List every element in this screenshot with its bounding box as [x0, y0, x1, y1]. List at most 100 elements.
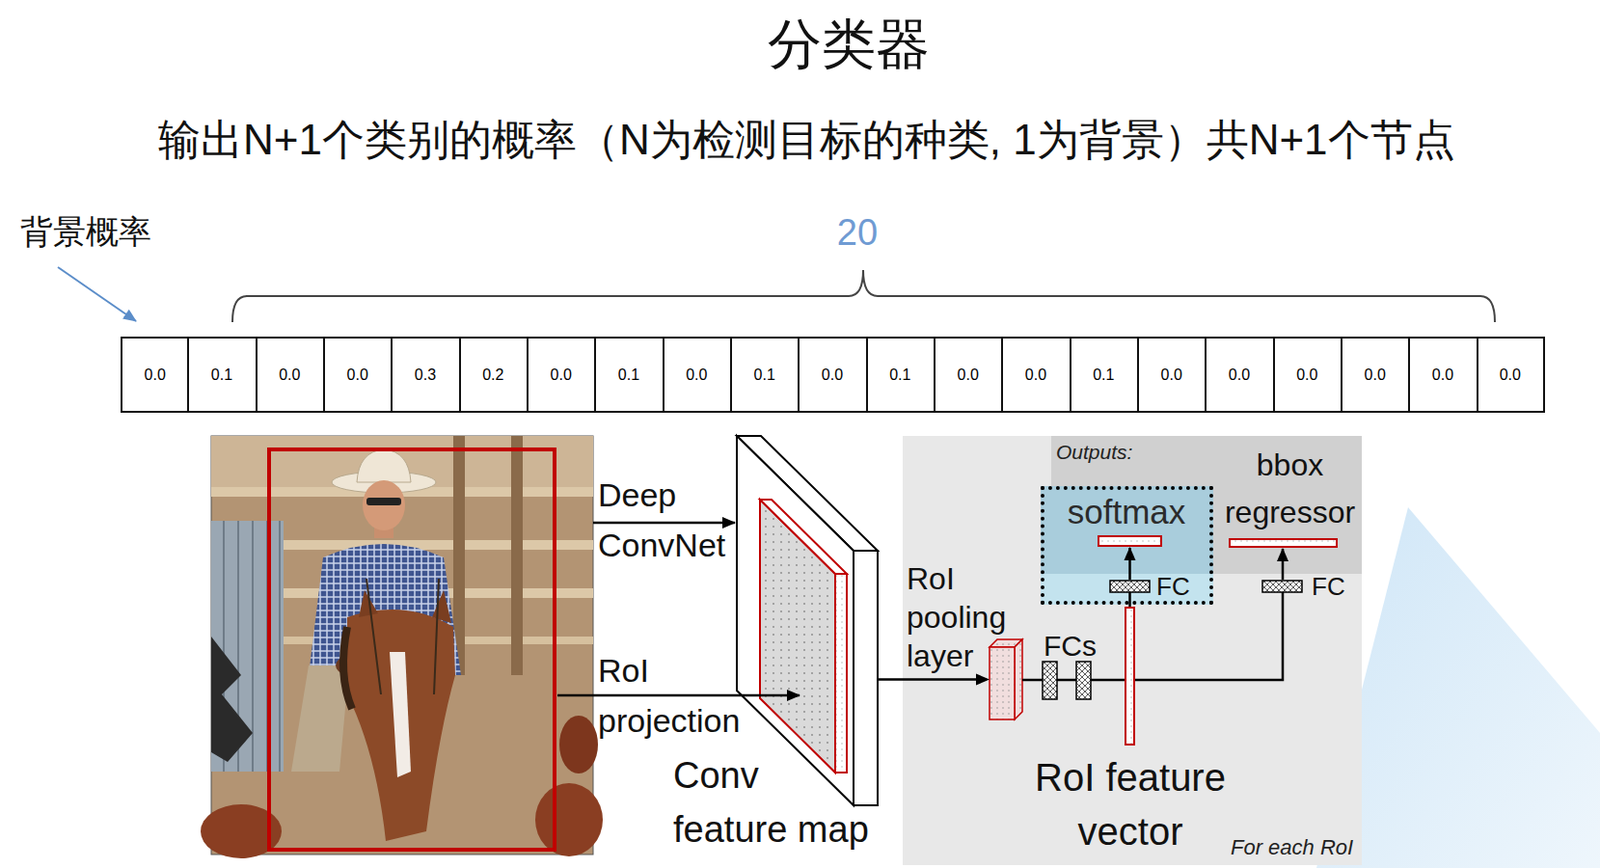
svg-path: [389, 651, 411, 778]
text-holder: 分类器: [767, 9, 930, 80]
svg-rect: [269, 449, 555, 850]
svg-path: [347, 609, 456, 841]
prob-cell: 0.1: [731, 336, 800, 413]
text-holder: RoI feature vector: [1031, 750, 1229, 859]
slide-title: 分类器: [767, 9, 930, 80]
prob-cell: 0.3: [391, 336, 461, 413]
bbox-output-bar: [1229, 539, 1337, 547]
fc-layer-icon: [1042, 661, 1058, 700]
fc-label: FC: [1156, 570, 1191, 602]
svg-path: [211, 636, 253, 762]
text-holder: Deep ConvNet: [597, 469, 733, 570]
roi-projection-label: RoI projection: [597, 645, 753, 746]
roi-pooling-block: RoI pooling layer: [989, 639, 1023, 720]
prob-cell: 0.0: [663, 336, 733, 413]
prob-value: 0.1: [1092, 366, 1114, 384]
prob-cell: 0.2: [460, 336, 529, 413]
prob-value: 0.0: [347, 366, 369, 384]
svg-rect: [511, 435, 523, 676]
prob-value: 0.0: [957, 366, 979, 384]
bbox-regressor-label: bbox regressor: [1220, 441, 1360, 537]
text-holder: Outputs:: [1056, 439, 1133, 465]
svg-rect: [211, 435, 594, 855]
text-holder: Conv feature map: [673, 748, 876, 857]
softmax-label: softmax: [1044, 490, 1209, 534]
feature-map-label: Conv feature map: [673, 748, 876, 857]
fcs-label: FCs: [1043, 627, 1097, 665]
text-holder: softmax: [1044, 490, 1209, 534]
svg-rect: [902, 435, 1362, 866]
prob-value: 0.3: [414, 366, 436, 384]
prob-cell: 0.0: [527, 336, 597, 413]
roi-feature-vector-label: RoI feature vector: [1031, 750, 1229, 859]
background-prob-label: 背景概率: [20, 211, 152, 254]
prob-value: 0.0: [1432, 366, 1454, 384]
conv-feature-map-slab: [736, 435, 878, 806]
svg-ellipse: [559, 715, 598, 774]
softmax-fc-arrow: [1128, 547, 1132, 580]
softmax-box: softmaxFC: [1040, 486, 1214, 605]
roi-projection-arrow: [557, 694, 800, 698]
prob-value: 0.1: [754, 366, 776, 384]
text-holder: 20: [837, 209, 878, 256]
prob-value: 0.0: [1364, 366, 1386, 384]
text-holder: bbox regressor: [1220, 441, 1360, 537]
text-holder: FCs: [1043, 627, 1097, 665]
text-holder: FC: [1156, 570, 1191, 602]
prob-cell: 0.0: [1138, 336, 1207, 413]
deep-convnet-label: Deep ConvNet: [597, 469, 733, 570]
prob-value: 0.0: [278, 366, 300, 384]
svg-polygon: [835, 573, 847, 773]
roi-head-panel-fill: [902, 435, 1362, 866]
prob-cell: 0.1: [188, 336, 257, 413]
arrow-head: [976, 674, 990, 686]
svg-line: [1057, 678, 1077, 682]
prob-value: 0.1: [889, 366, 911, 384]
prob-cell: 0.1: [1070, 336, 1139, 413]
prob-cell: 0.0: [798, 336, 868, 413]
prob-value: 0.0: [1296, 366, 1318, 384]
prob-cell: 0.0: [1002, 336, 1071, 413]
svg-polygon: [759, 499, 836, 773]
roi-pooling-label: RoI pooling layer: [906, 559, 1013, 676]
prob-value: 0.0: [685, 366, 707, 384]
feature-map-slab: Conv feature map: [736, 435, 878, 807]
svg-ellipse: [535, 783, 603, 857]
svg-polygon: [853, 550, 878, 806]
svg-path: [356, 449, 411, 483]
prob-value: 0.0: [1228, 366, 1250, 384]
prob-cell: 0.1: [595, 336, 664, 413]
svg-path: [343, 626, 353, 709]
svg-polyline: [1134, 592, 1283, 680]
prob-value: 0.0: [1161, 366, 1183, 384]
background-pointer-arrow: [57, 267, 136, 322]
connector-line: [877, 677, 977, 681]
svg-polygon: [759, 499, 847, 574]
probability-row: 0.00.10.00.00.30.20.00.10.00.10.00.10.00…: [120, 336, 1546, 413]
bbox-fc-arrow: [1281, 548, 1285, 580]
svg-polygon: [736, 435, 854, 806]
roi-feature-bar: [1125, 607, 1135, 745]
prob-cell: 0.0: [1205, 336, 1275, 413]
fc-label: FC: [1311, 570, 1346, 602]
prob-value: 0.0: [821, 366, 843, 384]
svg-rect: [989, 647, 1015, 720]
class-count-label: 20: [837, 209, 878, 256]
prob-cell: 0.0: [1274, 336, 1343, 413]
fc-layer-icon: [1076, 661, 1091, 700]
svg-rect: [1040, 486, 1214, 574]
prob-cell: 0.0: [934, 336, 1004, 413]
text-holder: RoI pooling layer: [906, 559, 1013, 676]
for-each-roi-note: For each RoI: [1230, 834, 1354, 862]
text-holder: RoI projection: [597, 645, 753, 746]
svg-line: [1022, 678, 1043, 682]
prob-value: 0.0: [144, 366, 166, 384]
fc-pipeline: [1022, 592, 1283, 680]
text-holder: 输出N+1个类别的概率（N为检测目标的种类, 1为背景）共N+1个节点: [158, 113, 1456, 166]
prob-cell: 0.0: [1409, 336, 1478, 413]
svg-polygon: [1014, 639, 1023, 720]
input-photo: [200, 435, 603, 859]
text-holder: For each RoI: [1230, 834, 1354, 862]
prob-cell: 0.0: [324, 336, 393, 413]
